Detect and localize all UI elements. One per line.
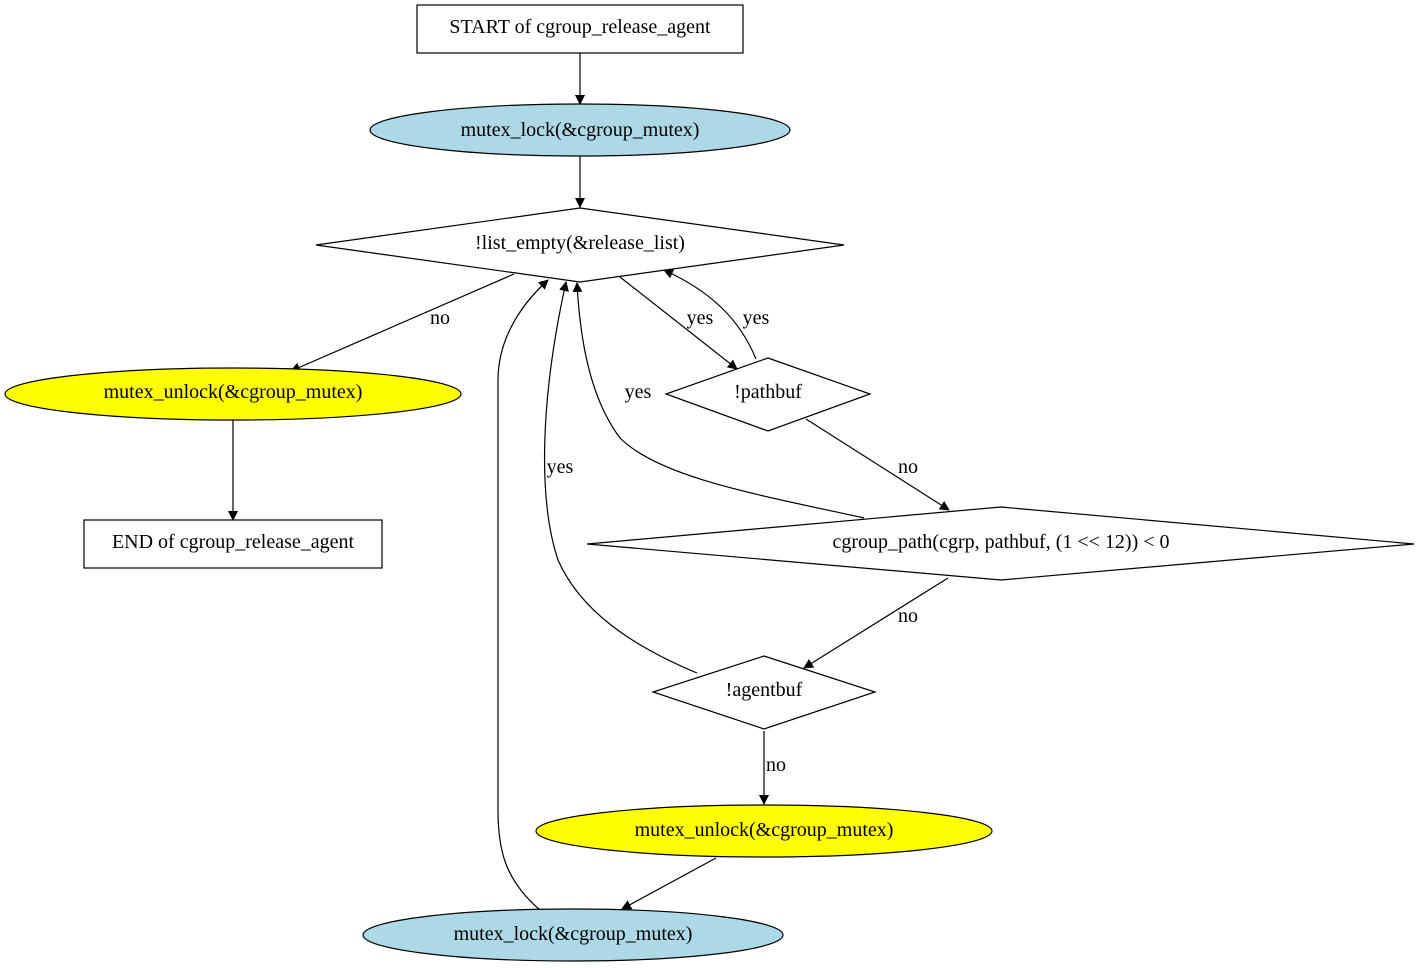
svg-text:START of cgroup_release_agent: START of cgroup_release_agent [449,16,711,38]
node-mutex-unlock-left: mutex_unlock(&cgroup_mutex) [4,367,462,421]
edge-lock2-to-list [497,279,549,911]
node-cond-cgroup-path: cgroup_path(cgrp, pathbuf, (1 << 12)) < … [586,506,1415,581]
edge-pathbuf-no [805,418,950,511]
svg-text:!pathbuf: !pathbuf [734,381,802,403]
node-mutex-unlock-bottom: mutex_unlock(&cgroup_mutex) [535,804,993,858]
svg-text:END of cgroup_release_agent: END of cgroup_release_agent [112,531,355,553]
edge-label-agentbuf-no: no [766,754,786,776]
edge-path-no [803,577,949,669]
node-cond-list-empty: !list_empty(&release_list) [315,207,845,283]
node-start: START of cgroup_release_agent [416,4,744,54]
edge-label-agentbuf-yes: yes [547,456,574,478]
edge-unlock2-to-lock2 [621,857,717,910]
svg-text:cgroup_path(cgrp, pathbuf, (1: cgroup_path(cgrp, pathbuf, (1 << 12)) < … [832,531,1169,553]
svg-text:mutex_unlock(&cgroup_mutex): mutex_unlock(&cgroup_mutex) [104,381,363,403]
edge-label-pathbuf-no: no [898,456,918,478]
edge-label-path-yes: yes [625,381,652,403]
edge-label-path-no: no [898,605,918,627]
svg-text:mutex_unlock(&cgroup_mutex): mutex_unlock(&cgroup_mutex) [635,819,894,841]
edge-agentbuf-yes [543,281,698,674]
svg-text:mutex_lock(&cgroup_mutex): mutex_lock(&cgroup_mutex) [461,119,700,141]
edge-list-no [290,273,515,372]
svg-text:!agentbuf: !agentbuf [726,679,803,701]
edge-pathbuf-yes [663,269,757,360]
svg-text:!list_empty(&release_list): !list_empty(&release_list) [475,232,685,254]
edge-path-yes [572,282,865,519]
edge-list-yes [619,276,738,370]
node-cond-pathbuf: !pathbuf [664,357,872,432]
edge-label-list-no: no [430,307,450,329]
node-end: END of cgroup_release_agent [83,519,383,569]
edge-label-list-yes: yes [687,307,714,329]
svg-text:mutex_lock(&cgroup_mutex): mutex_lock(&cgroup_mutex) [454,923,693,945]
node-cond-agentbuf: !agentbuf [651,655,877,730]
node-mutex-lock-top: mutex_lock(&cgroup_mutex) [369,103,791,157]
edge-label-pathbuf-yes: yes [743,307,770,329]
node-mutex-lock-bottom: mutex_lock(&cgroup_mutex) [362,908,784,962]
